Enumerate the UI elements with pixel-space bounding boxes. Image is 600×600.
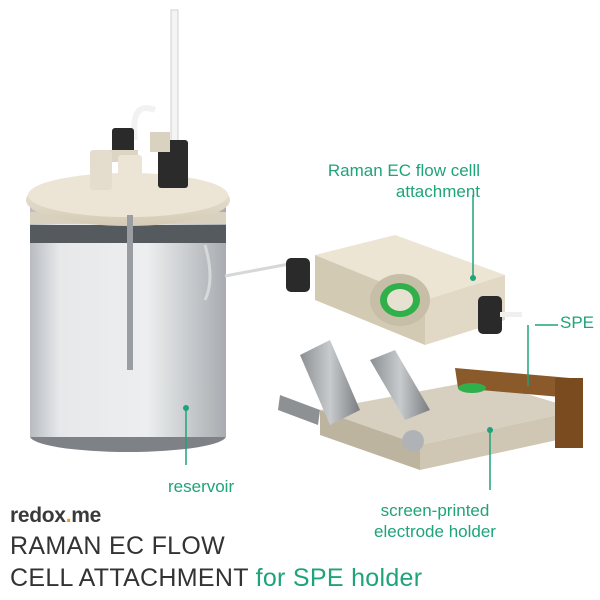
metal-arms: [278, 340, 430, 425]
holder-label-line1: screen-printed: [380, 501, 490, 520]
reservoir-leader-dot: [183, 405, 189, 411]
raman-leader-dot: [470, 275, 476, 281]
title-line2-accent: for SPE holder: [255, 564, 423, 592]
reservoir: [26, 173, 230, 452]
logo-text-a: redox: [10, 504, 66, 527]
raman-label-line2: attachment: [395, 182, 480, 201]
title-line1: RAMAN EC FLOW: [10, 532, 226, 560]
holder-label-line2: electrode holder: [374, 522, 496, 541]
logo-dot: .: [65, 504, 72, 527]
raman-attachment-label: Raman EC flow celll attachment: [290, 160, 480, 202]
reservoir-label: reservoir: [168, 477, 235, 496]
raman-label-line1: Raman EC flow celll: [327, 161, 480, 180]
spe-label: SPE: [560, 313, 595, 332]
redoxme-logo: redox.me: [10, 504, 101, 528]
holder-label: screen-printed electrode holder: [360, 500, 510, 542]
callout-leaders: [185, 195, 558, 490]
title-line2-main: CELL ATTACHMENT: [10, 564, 249, 592]
logo-text-b: me: [71, 504, 101, 527]
spe-holder: [320, 368, 583, 470]
raman-flow-cell: [286, 235, 522, 345]
lid-fittings: [90, 9, 188, 197]
holder-leader-dot: [487, 427, 493, 433]
title-line2: CELL ATTACHMENT for SPE holder: [10, 564, 422, 593]
